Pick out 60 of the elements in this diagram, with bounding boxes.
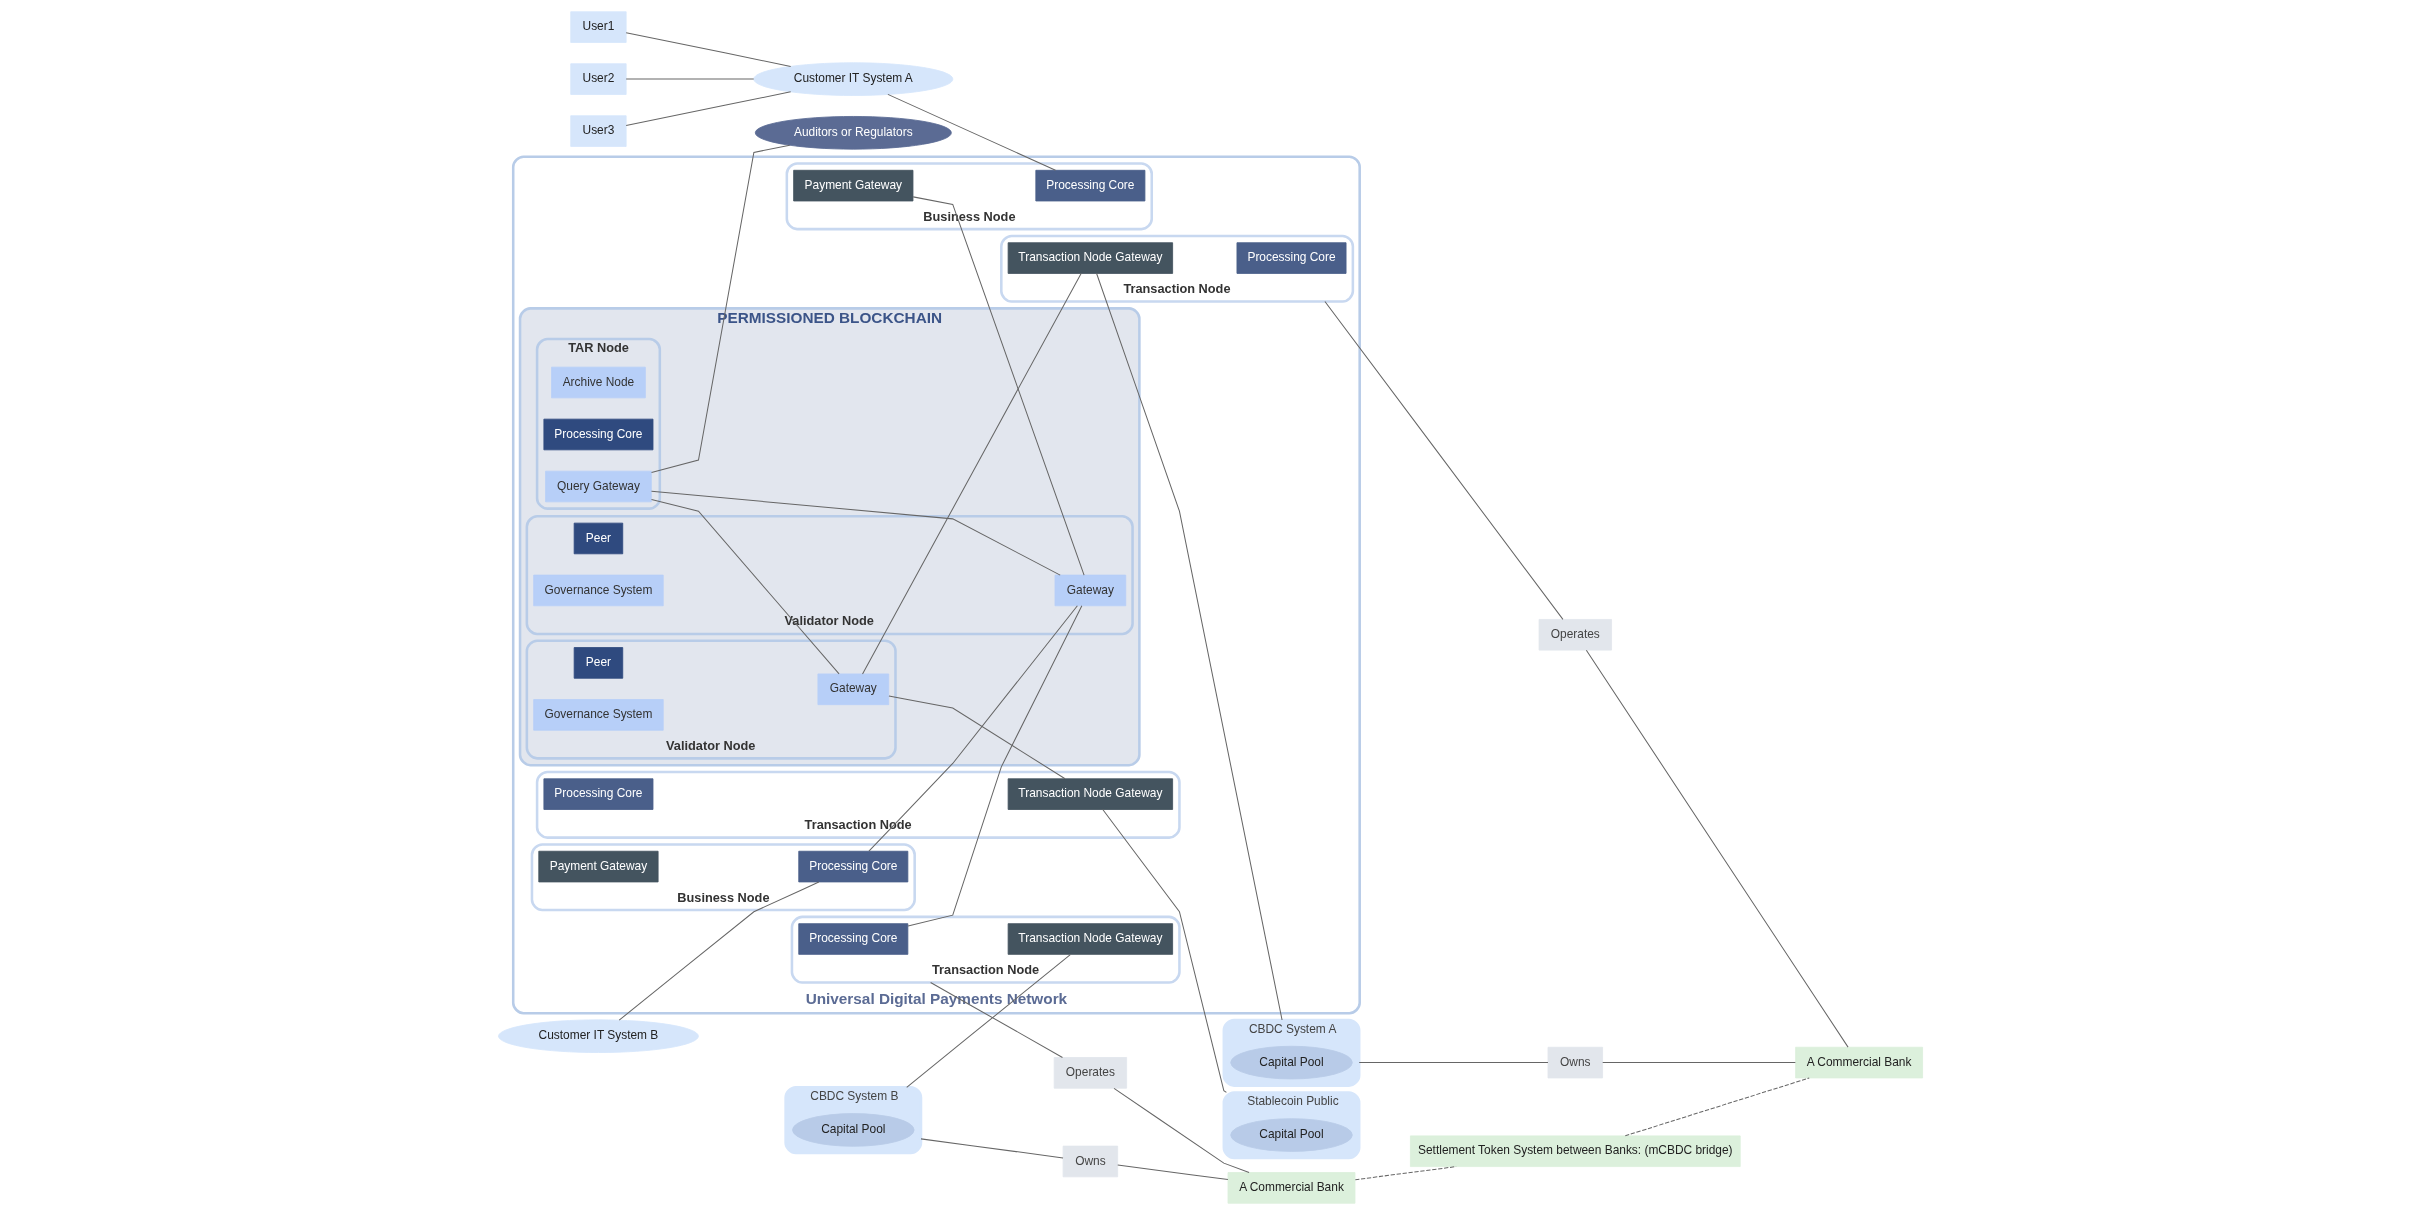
connector — [905, 954, 1071, 1088]
node-box: Owns — [1062, 1145, 1118, 1178]
node-box: Query Gateway — [544, 470, 652, 503]
node-box: Processing Core — [797, 850, 908, 883]
node-box: Transaction Node Gateway — [1007, 242, 1173, 274]
connector — [1601, 1062, 1796, 1064]
connector — [650, 144, 790, 474]
connector — [887, 695, 1066, 780]
node-ellipse: Capital Pool — [791, 1113, 915, 1147]
node-ellipse: Capital Pool — [1229, 1118, 1353, 1152]
node-box: A Commercial Bank — [1794, 1046, 1923, 1079]
node-box: Peer — [573, 522, 623, 555]
node-box: Owns — [1547, 1046, 1603, 1079]
connector — [1101, 809, 1227, 1093]
node-ellipse: Capital Pool — [1229, 1045, 1353, 1080]
connector — [625, 91, 791, 127]
connector — [618, 881, 819, 1021]
node-box: Gateway — [1054, 574, 1126, 607]
node-box: Governance System — [532, 574, 664, 607]
node-box: Gateway — [817, 673, 889, 706]
node-box: User1 — [569, 11, 627, 43]
node-box: Archive Node — [550, 366, 646, 399]
node-box: A Commercial Bank — [1227, 1172, 1355, 1204]
connector — [1323, 301, 1563, 620]
node-box: Processing Core — [797, 923, 908, 955]
connector — [1113, 1087, 1250, 1173]
connector — [1116, 1164, 1228, 1181]
node-box: Processing Core — [1034, 169, 1145, 202]
connector — [1358, 1062, 1548, 1064]
connector — [907, 605, 1082, 927]
node-box: Processing Core — [542, 778, 653, 810]
connector — [886, 93, 1056, 171]
node-box: Governance System — [532, 699, 664, 731]
node-box: Payment Gateway — [792, 169, 913, 202]
connector — [861, 272, 1082, 675]
node-box: User2 — [569, 63, 627, 95]
connector — [1095, 273, 1283, 1021]
node-box: Processing Core — [1236, 242, 1346, 274]
connector — [1585, 649, 1849, 1048]
connector — [650, 490, 1061, 576]
node-box: User3 — [569, 115, 627, 147]
node-ellipse: Customer IT System B — [497, 1019, 699, 1053]
connector — [1354, 1166, 1457, 1181]
node-box: Transaction Node Gateway — [1007, 923, 1173, 955]
connector — [625, 32, 791, 67]
node-ellipse: Auditors or Regulators — [754, 116, 952, 150]
node-box: Settlement Token System between Banks: (mCBDC bridge) — [1409, 1135, 1741, 1167]
connector — [1624, 1077, 1810, 1137]
node-box: Operates — [1538, 619, 1612, 651]
node-box: Payment Gateway — [537, 850, 659, 883]
connector — [912, 196, 1085, 576]
node-ellipse: Customer IT System A — [752, 62, 953, 96]
node-box: Peer — [573, 647, 623, 679]
node-box: Operates — [1053, 1057, 1127, 1089]
connector — [625, 78, 754, 80]
node-box: Transaction Node Gateway — [1007, 778, 1173, 810]
connector — [867, 605, 1078, 852]
connector — [920, 1138, 1064, 1159]
node-box: Processing Core — [542, 418, 653, 451]
connector — [650, 499, 840, 675]
